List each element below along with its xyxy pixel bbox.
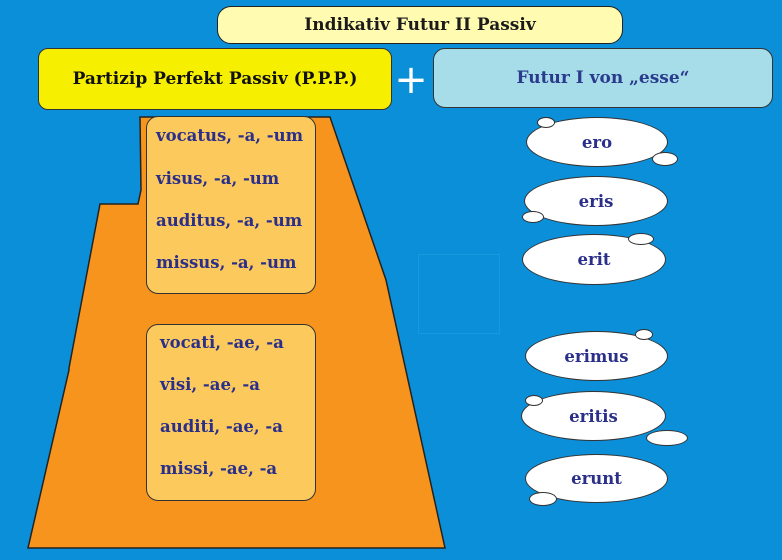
plural-form-1: vocati, -ae, -a: [160, 333, 284, 352]
cloud-puff: [635, 329, 653, 340]
singular-form-1: vocatus, -a, -um: [156, 126, 304, 145]
cloud-puff: [537, 117, 555, 128]
singular-form-2: visus, -a, -um: [156, 169, 280, 188]
plural-form-4: missi, -ae, -a: [160, 459, 278, 478]
singular-form-4: missus, -a, -um: [156, 253, 297, 272]
ppp-header-box: Partizip Perfekt Passiv (P.P.P.): [38, 48, 392, 110]
esse-cloud-eritis: eritis: [521, 391, 666, 441]
cloud-puff: [522, 211, 544, 223]
plural-form-3: auditi, -ae, -a: [160, 417, 283, 436]
page-title: Indikativ Futur II Passiv: [217, 6, 623, 44]
esse-cloud-eris: eris: [524, 176, 668, 226]
cloud-puff: [652, 152, 678, 166]
cloud-puff: [525, 395, 543, 406]
cloud-puff: [628, 233, 654, 245]
cloud-puff: [529, 492, 557, 506]
singular-forms-box: [146, 116, 316, 294]
plural-form-2: visi, -ae, -a: [160, 375, 260, 394]
plus-sign: +: [394, 57, 428, 103]
cloud-puff: [646, 430, 688, 446]
esse-header-box: Futur I von „esse“: [433, 48, 773, 108]
faint-placeholder-box: [418, 254, 500, 334]
plural-forms-box: [146, 324, 316, 501]
singular-form-3: auditus, -a, -um: [156, 211, 303, 230]
